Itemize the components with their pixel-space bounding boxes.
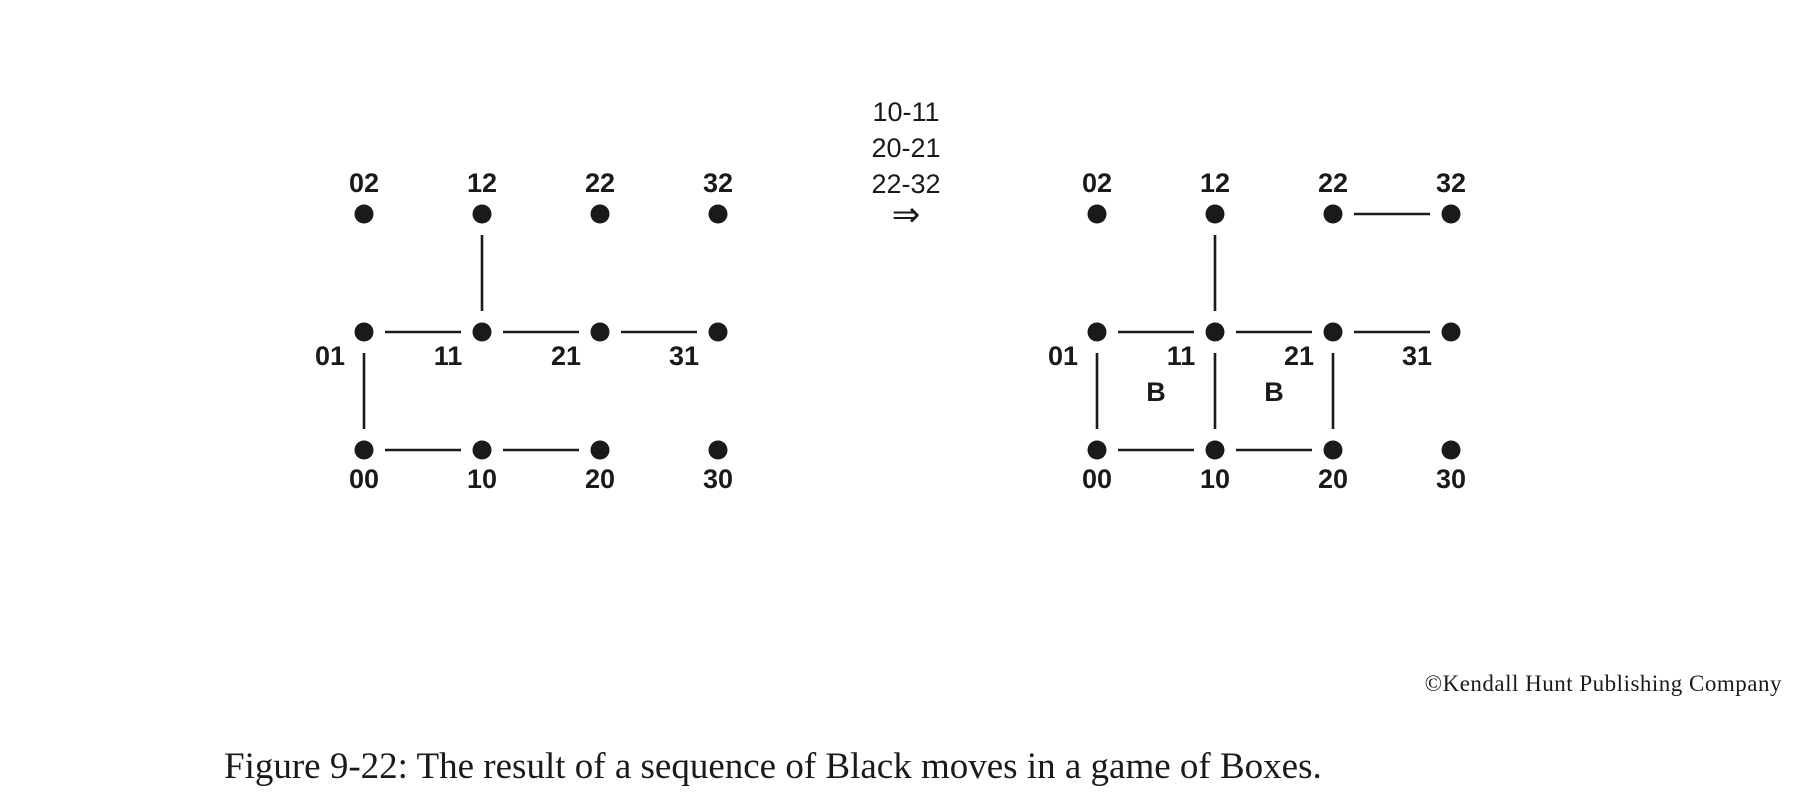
right-label-00: 00	[1082, 464, 1112, 494]
right-dot-12	[1205, 204, 1225, 224]
left-label-20: 20	[585, 464, 615, 494]
left-label-00: 00	[349, 464, 379, 494]
left-dot-12	[472, 204, 492, 224]
left-label-12: 12	[467, 168, 497, 198]
right-label-32: 32	[1436, 168, 1466, 198]
right-dot-11	[1205, 322, 1225, 342]
right-dot-01	[1087, 322, 1107, 342]
right-dot-22	[1323, 204, 1343, 224]
right-dot-30	[1441, 440, 1461, 460]
right-label-11: 11	[1167, 341, 1196, 371]
left-label-10: 10	[467, 464, 497, 494]
left-dot-21	[590, 322, 610, 342]
left-label-32: 32	[703, 168, 733, 198]
right-label-01: 01	[1048, 341, 1078, 371]
right-dot-21	[1323, 322, 1343, 342]
move-2: 20-21	[871, 133, 940, 163]
left-dot-30	[708, 440, 728, 460]
figure-caption: Figure 9-22: The result of a sequence of…	[224, 746, 1322, 787]
right-label-20: 20	[1318, 464, 1348, 494]
move-3: 22-32	[871, 169, 940, 199]
left-dot-22	[590, 204, 610, 224]
box-owner-00: B	[1146, 377, 1166, 407]
right-dot-10	[1205, 440, 1225, 460]
left-dot-02	[354, 204, 374, 224]
move-1: 10-11	[872, 97, 939, 127]
left-label-31: 31	[669, 341, 699, 371]
left-dot-00	[354, 440, 374, 460]
right-dot-00	[1087, 440, 1107, 460]
left-dot-32	[708, 204, 728, 224]
right-label-02: 02	[1082, 168, 1112, 198]
left-label-01: 01	[315, 341, 345, 371]
left-dot-10	[472, 440, 492, 460]
left-label-21: 21	[551, 341, 581, 371]
right-label-21: 21	[1284, 341, 1314, 371]
left-label-22: 22	[585, 168, 615, 198]
left-dot-31	[708, 322, 728, 342]
left-dot-11	[472, 322, 492, 342]
move-sequence: 10-11 20-21 22-32 ⇒	[871, 97, 940, 235]
right-board: 02 12 22 32 01 11 21 31 00 10 20 30 B B	[1048, 168, 1466, 494]
left-dot-01	[354, 322, 374, 342]
left-dot-20	[590, 440, 610, 460]
double-right-arrow-icon: ⇒	[892, 195, 921, 235]
right-dot-31	[1441, 322, 1461, 342]
right-label-12: 12	[1200, 168, 1230, 198]
left-label-02: 02	[349, 168, 379, 198]
right-label-10: 10	[1200, 464, 1230, 494]
right-label-22: 22	[1318, 168, 1348, 198]
right-dot-20	[1323, 440, 1343, 460]
right-dot-32	[1441, 204, 1461, 224]
left-label-30: 30	[703, 464, 733, 494]
copyright-notice: ©Kendall Hunt Publishing Company	[1425, 671, 1782, 696]
right-label-30: 30	[1436, 464, 1466, 494]
box-owner-10: B	[1264, 377, 1284, 407]
left-board: 02 12 22 32 01 11 21 31 00 10 20 30	[315, 168, 733, 494]
right-label-31: 31	[1402, 341, 1432, 371]
right-dot-02	[1087, 204, 1107, 224]
left-label-11: 11	[434, 341, 463, 371]
